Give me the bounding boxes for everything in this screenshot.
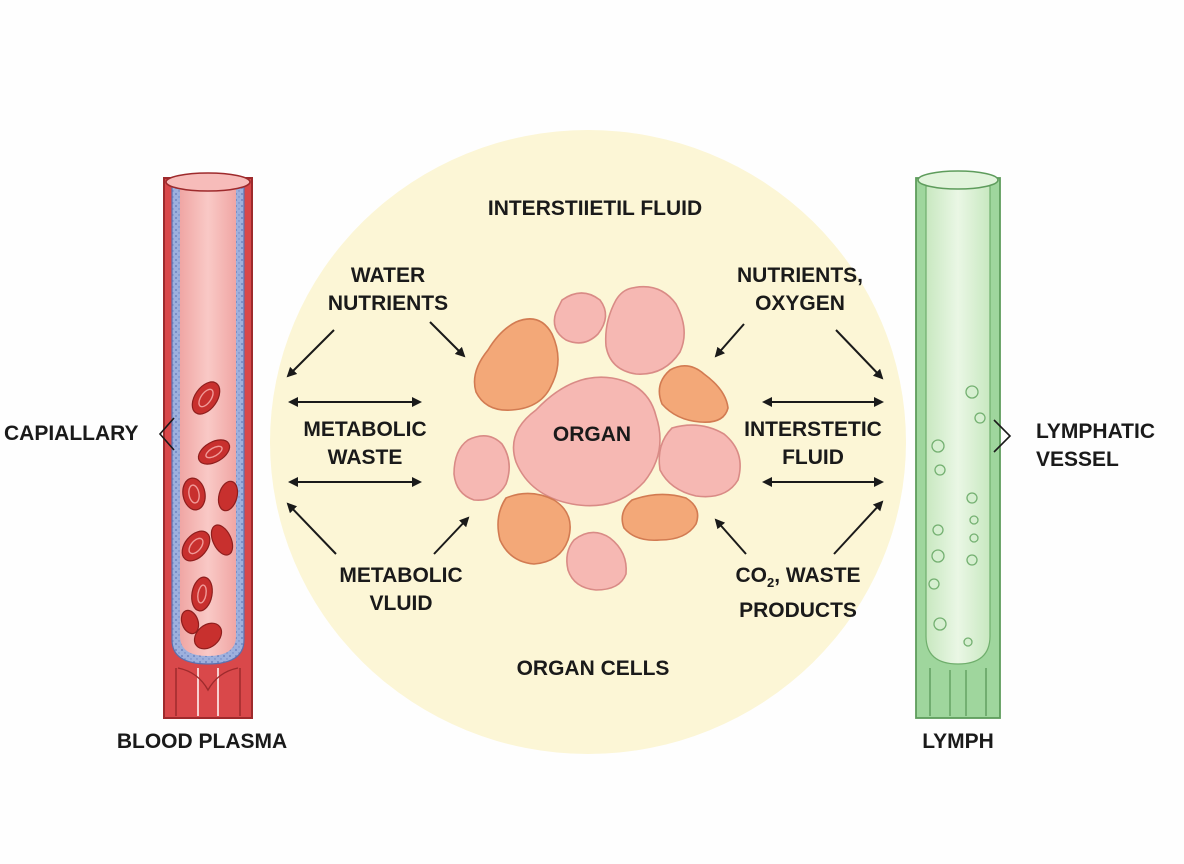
co2-waste-line2: PRODUCTS bbox=[739, 599, 857, 623]
lymphatic-vessel bbox=[915, 170, 1001, 719]
metabolic-waste-line1: METABOLIC bbox=[303, 418, 427, 441]
red-blood-cell-icon bbox=[180, 381, 239, 650]
metabolic-waste-line2: WASTE bbox=[327, 446, 403, 469]
diagonal-arrow-icon bbox=[286, 502, 337, 555]
organ-cells-label: ORGAN CELLS bbox=[516, 657, 670, 680]
lymph-particles bbox=[928, 385, 986, 647]
nutrients-oxygen-line2: OXYGEN bbox=[755, 292, 845, 315]
metabolic-vluid-line1: METABOLIC bbox=[339, 564, 463, 587]
diagonal-arrow-icon bbox=[286, 329, 335, 378]
lymphatic-vessel-line1: LYMPHATIC bbox=[1036, 420, 1156, 443]
interstetic-fluid-label: INTERSTETIC FLUID bbox=[728, 416, 898, 472]
bracket-pointer-icon bbox=[158, 417, 175, 451]
interstetic-fluid-line2: FLUID bbox=[782, 446, 844, 469]
co2-subscript: 2 bbox=[766, 575, 775, 591]
lymphatic-vessel-label: LYMPHATIC VESSEL bbox=[1036, 418, 1176, 474]
diagonal-arrow-icon bbox=[835, 329, 884, 380]
diagonal-arrow-icon bbox=[833, 500, 884, 555]
nutrients-oxygen-label: NUTRIENTS, OXYGEN bbox=[710, 262, 890, 318]
bracket-pointer-icon bbox=[993, 419, 1012, 453]
blood-plasma-label: BLOOD PLASMA bbox=[116, 730, 288, 753]
metabolic-waste-label: METABOLIC WASTE bbox=[282, 416, 448, 472]
lymphatic-vessel-line2: VESSEL bbox=[1036, 448, 1119, 471]
arrows bbox=[286, 321, 884, 555]
water-nutrients-line1: WATER bbox=[350, 264, 426, 287]
interstitial-fluid-title: INTERSTIIETIL FLUID bbox=[487, 197, 703, 220]
interstetic-fluid-line1: INTERSTETIC bbox=[744, 418, 882, 441]
lymph-label: LYMPH bbox=[922, 730, 994, 753]
diagonal-arrow-icon bbox=[714, 518, 747, 555]
co2-suffix: , WASTE bbox=[774, 564, 861, 587]
organ-cells bbox=[453, 285, 741, 591]
co2-prefix: CO bbox=[735, 564, 767, 587]
water-nutrients-line2: NUTRIENTS bbox=[327, 292, 449, 315]
nutrients-oxygen-line1: NUTRIENTS, bbox=[737, 264, 863, 287]
diagonal-arrow-icon bbox=[714, 323, 745, 358]
diagonal-arrow-icon bbox=[433, 516, 470, 555]
metabolic-vluid-line2: VLUID bbox=[369, 592, 433, 615]
organ-label: ORGAN bbox=[552, 423, 632, 446]
capillary bbox=[163, 172, 253, 719]
co2-waste-products-label: CO2, WASTE PRODUCTS bbox=[712, 562, 884, 625]
water-nutrients-label: WATER NUTRIENTS bbox=[300, 262, 476, 318]
metabolic-vluid-label: METABOLIC VLUID bbox=[318, 562, 484, 618]
diagonal-arrow-icon bbox=[429, 321, 466, 358]
co2-waste-line1: CO2, WASTE bbox=[712, 562, 884, 597]
capillary-label: CAPIALLARY bbox=[4, 422, 139, 445]
